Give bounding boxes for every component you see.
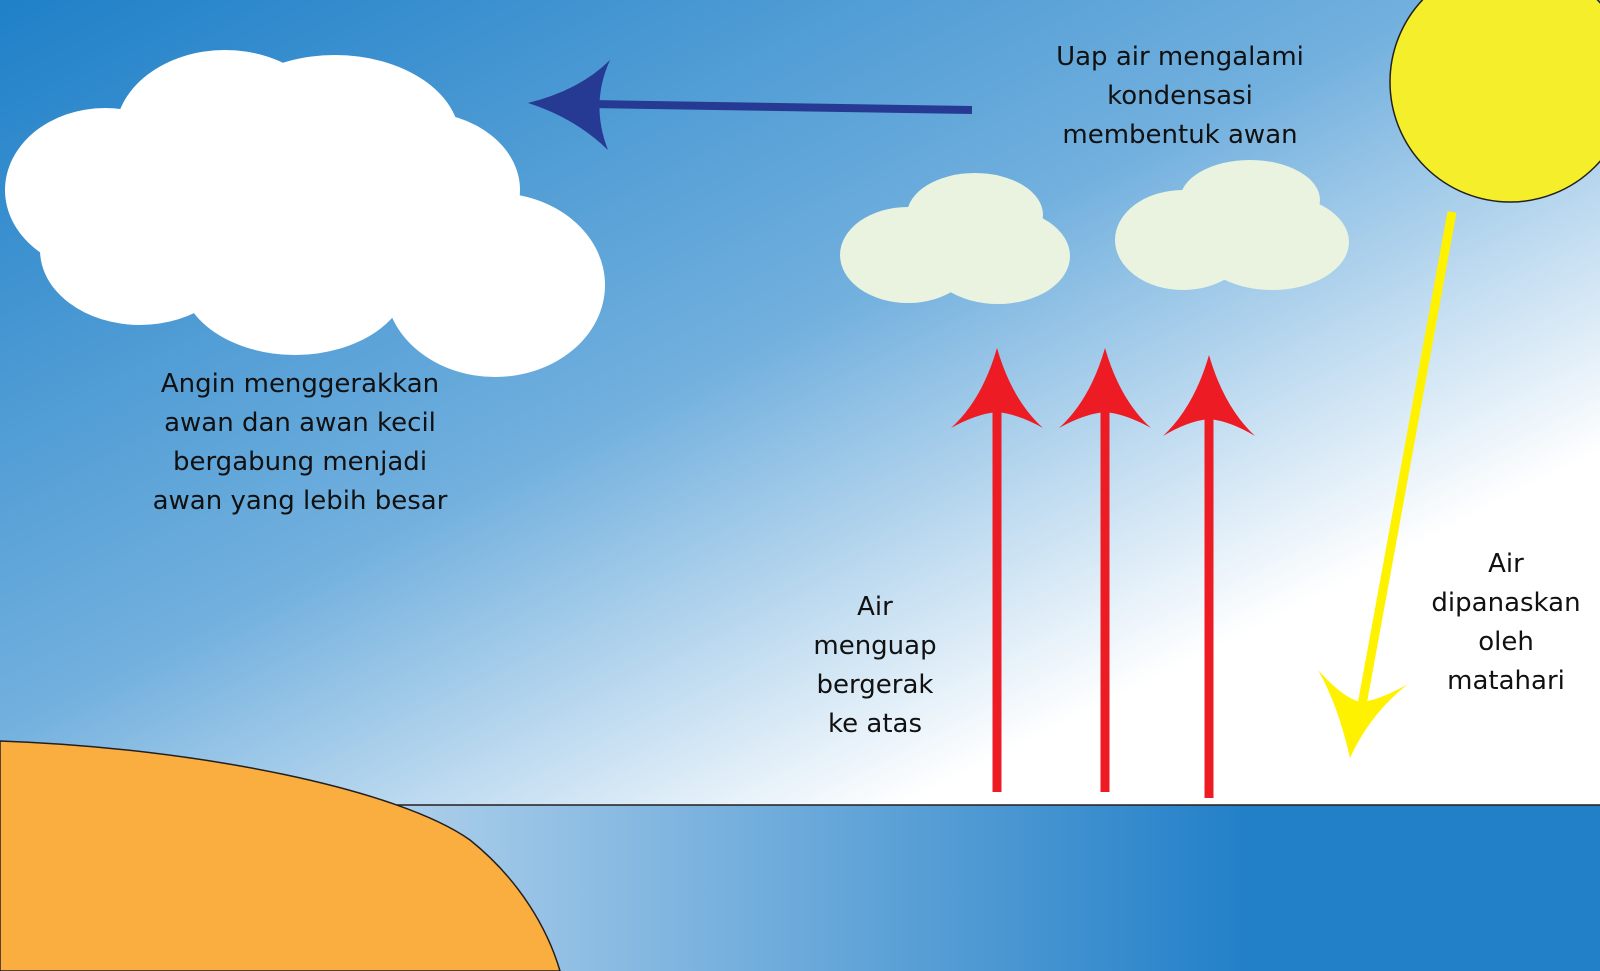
condensation-label-line: kondensasi	[1107, 81, 1253, 111]
heating-label: Air dipanaskan oleh matahari	[1420, 545, 1592, 701]
evaporation-label-line: Air	[857, 592, 893, 622]
cloud-icon	[5, 50, 605, 377]
wind-label-line: awan yang lebih besar	[152, 486, 448, 516]
evaporation-label-line: menguap	[813, 631, 937, 661]
heating-label-line: dipanaskan	[1431, 588, 1581, 618]
wind-label-line: awan dan awan kecil	[164, 408, 436, 438]
evaporation-label: Air menguap bergerak ke atas	[790, 588, 960, 744]
sun-icon	[1389, 0, 1600, 203]
condensation-label-line: Uap air mengalami	[1056, 42, 1304, 72]
land	[0, 740, 561, 971]
wind-label-line: Angin menggerakkan	[160, 369, 440, 399]
heating-label-line: Air	[1488, 549, 1524, 579]
wind-label: Angin menggerakkan awan dan awan kecil b…	[140, 365, 460, 521]
arrow-down-icon	[1318, 211, 1457, 758]
arrow-up-icon	[1059, 348, 1151, 792]
condensation-label-line: membentuk awan	[1062, 120, 1298, 150]
evaporation-label-line: ke atas	[828, 709, 922, 739]
small-cloud-left-icon	[840, 173, 1070, 304]
small-cloud-right-icon	[1115, 160, 1349, 290]
condensation-label: Uap air mengalami kondensasi membentuk a…	[1025, 38, 1335, 155]
wind-label-line: bergabung menjadi	[172, 447, 428, 477]
arrow-up-icon	[951, 348, 1043, 792]
heating-label-line: oleh	[1478, 627, 1534, 657]
arrow-left-icon	[528, 60, 973, 150]
arrow-up-icon	[1163, 355, 1255, 798]
evaporation-label-line: bergerak	[816, 670, 934, 700]
heating-label-line: matahari	[1447, 666, 1565, 696]
